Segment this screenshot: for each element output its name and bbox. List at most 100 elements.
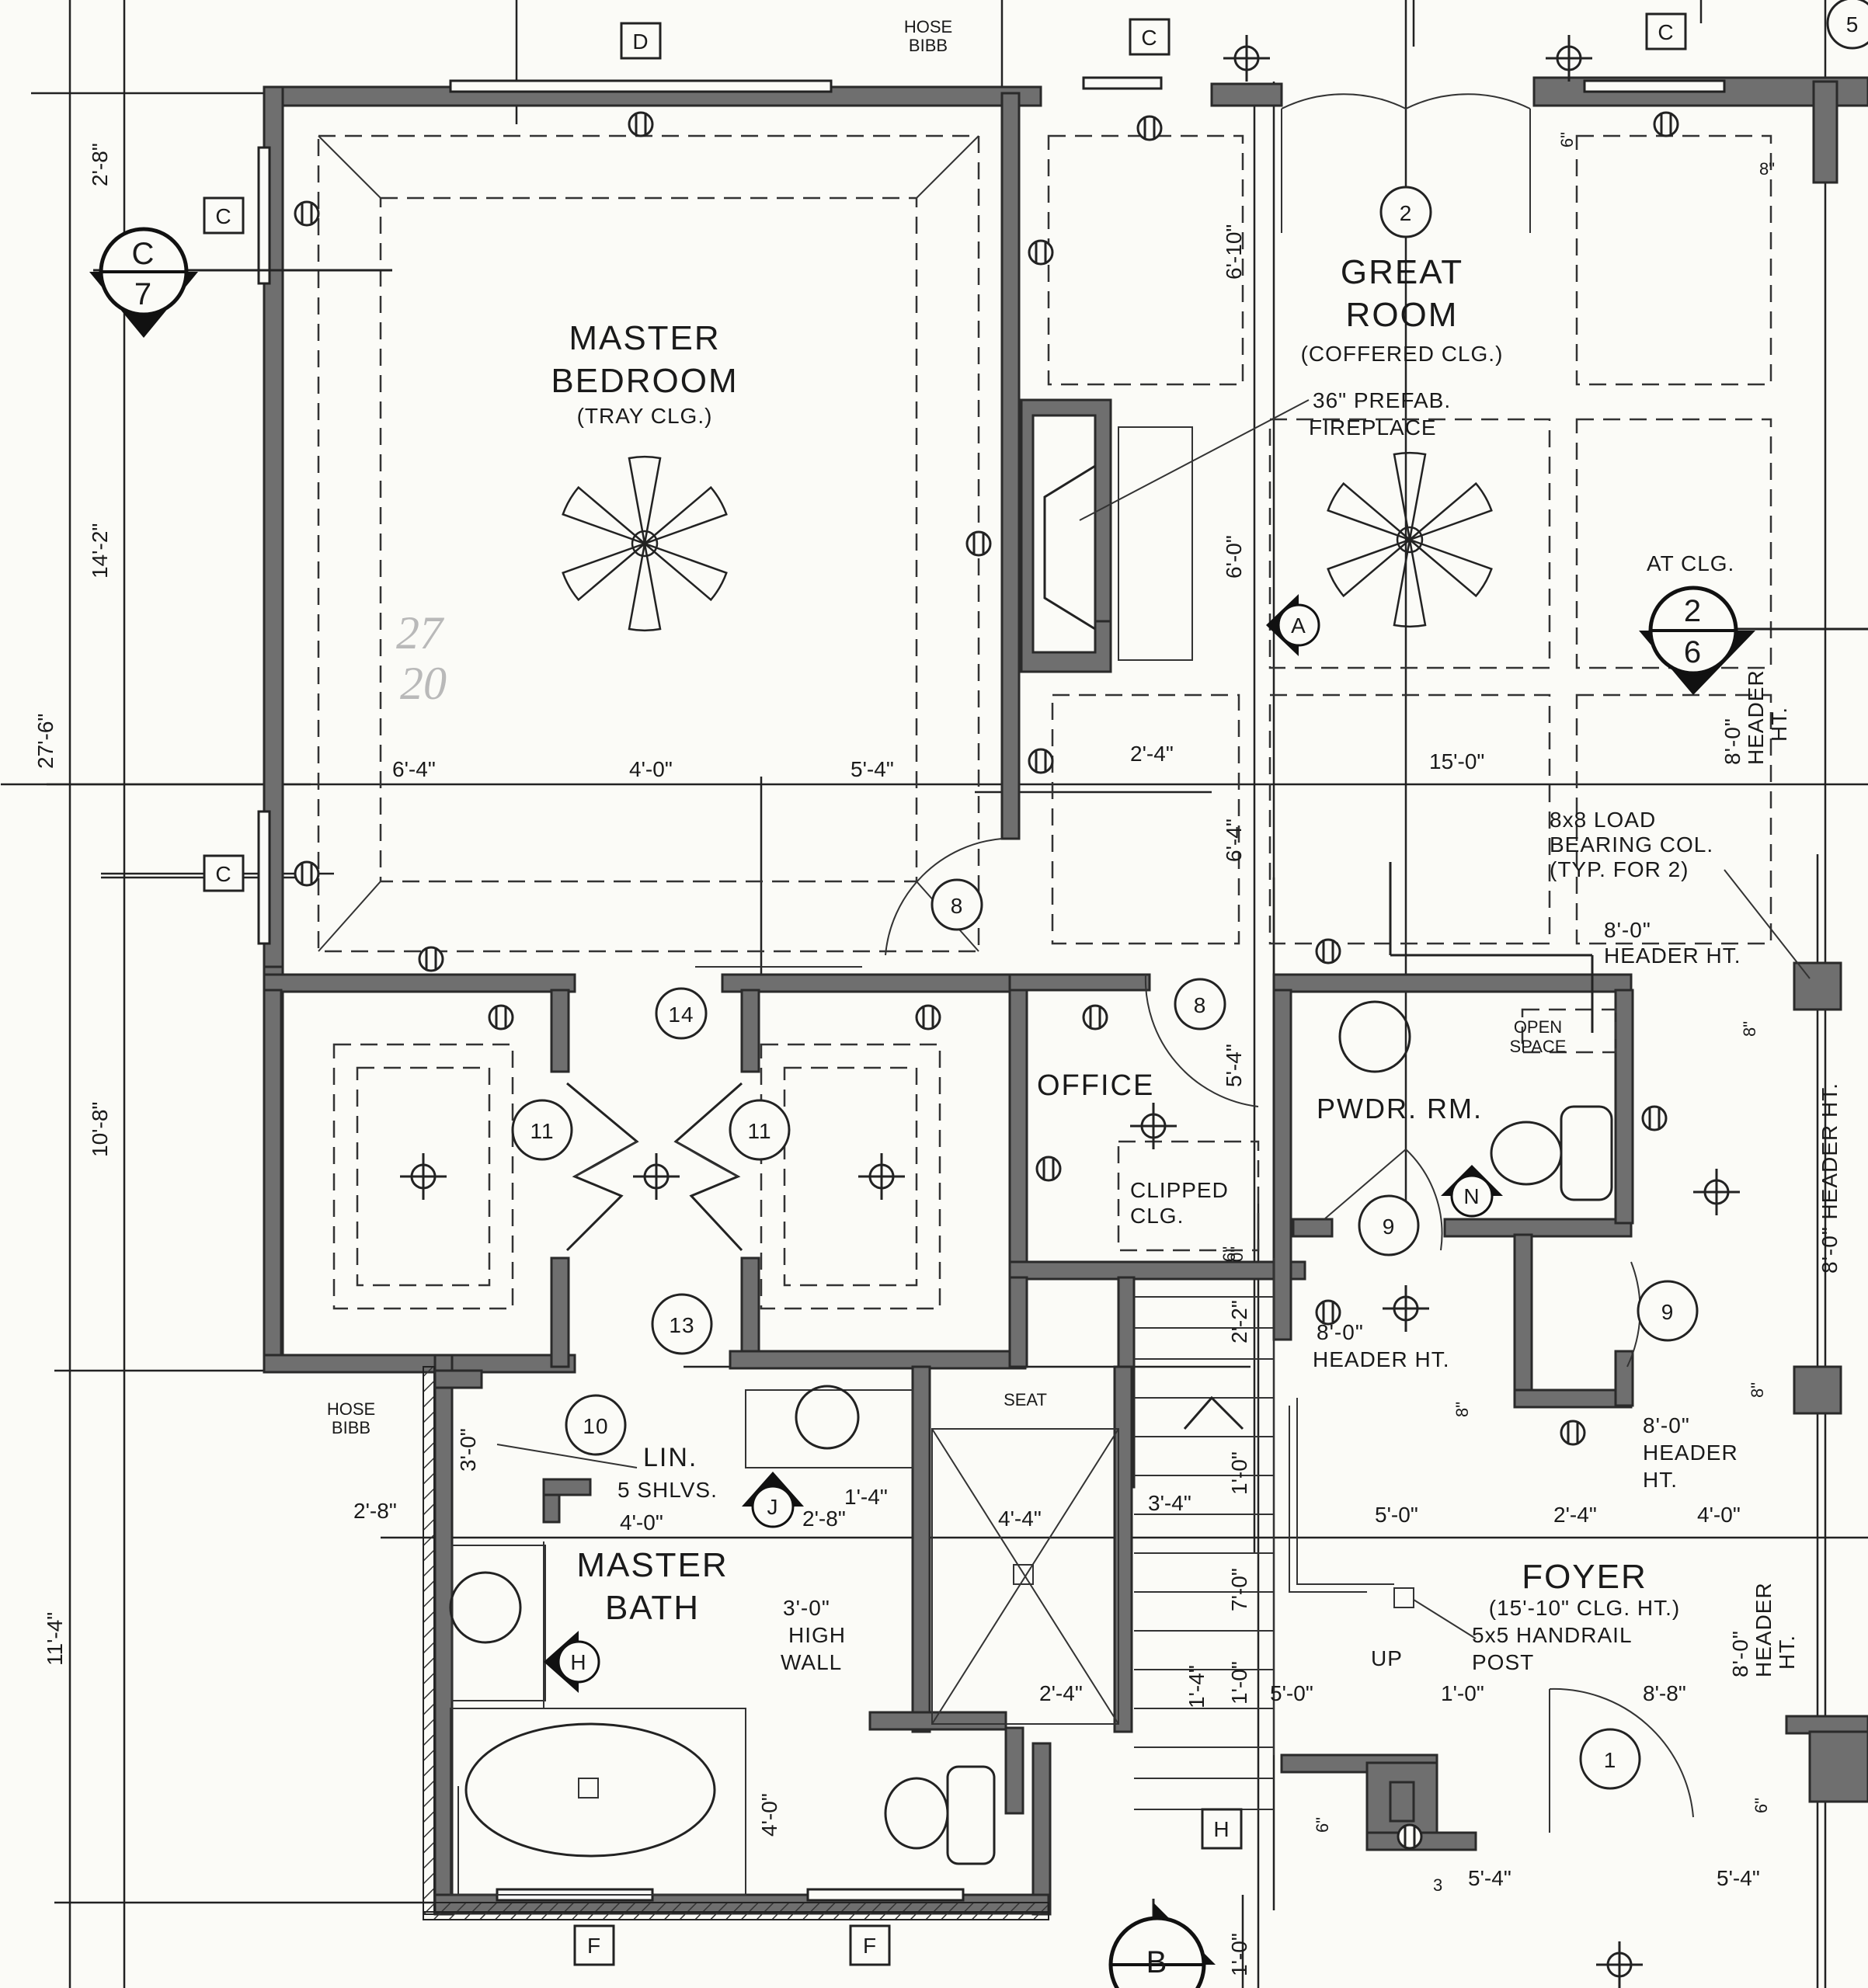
at-clg-note: AT CLG. <box>1647 551 1734 575</box>
header-ht-1: 8'-0" <box>1604 918 1651 942</box>
door-number: 9 <box>1661 1300 1675 1324</box>
elevation-marker-a <box>1266 594 1320 656</box>
dim-text: 5'-0" <box>1375 1503 1418 1527</box>
dim-text: 2'-8" <box>353 1499 397 1523</box>
stairs <box>1134 1258 1414 1810</box>
dim-text: 7'-0" <box>1227 1568 1251 1611</box>
window-tag: C <box>215 862 231 886</box>
great-room-label-2: ROOM <box>1346 296 1459 334</box>
section-c-top: C <box>132 237 156 271</box>
dim-text: 1'-0" <box>1227 1661 1251 1705</box>
dim-text: 4'-0" <box>629 757 673 781</box>
header-ht-1b: HEADER HT. <box>1604 944 1741 968</box>
door-number: 13 <box>669 1313 694 1337</box>
door-swings <box>695 93 1694 1833</box>
window-tag: F <box>587 1934 601 1958</box>
header-ht-pwdr-1: 8'-0" <box>1317 1320 1364 1344</box>
master-bedroom-label: MASTER <box>569 319 720 357</box>
hose-bibb-top-1: HOSE <box>904 17 952 36</box>
elevation-marker-n <box>1441 1165 1503 1218</box>
dim-text: 6'-0" <box>1222 535 1246 579</box>
door-number: 14 <box>668 1003 694 1027</box>
dim-text: 2'-4" <box>1039 1681 1083 1705</box>
door-bubbles <box>511 186 1699 1790</box>
hose-bibb-top-2: BIBB <box>909 36 948 55</box>
window-tag: C <box>215 204 231 228</box>
dim-text: 5'-4" <box>1468 1866 1511 1890</box>
header-vertical-top-3: HT. <box>1767 707 1791 742</box>
bath-fixtures <box>449 1385 1119 1896</box>
foyer-note: (15'-10" CLG. HT.) <box>1489 1596 1680 1620</box>
door-number: 11 <box>530 1119 554 1143</box>
pencil-note-2: 20 <box>400 658 447 709</box>
header-ht-right-1: 8'-0" <box>1643 1413 1690 1437</box>
section-b: B <box>1146 1945 1169 1979</box>
header-vertical-bottom-2: HEADER <box>1751 1582 1776 1677</box>
office-note-2: CLG. <box>1130 1204 1184 1228</box>
section-marker-26 <box>1639 586 1755 695</box>
linen-note-1: LIN. <box>643 1443 697 1472</box>
dim-text: 4'-0" <box>757 1793 781 1837</box>
window-tag: H <box>1213 1817 1230 1841</box>
header-vertical-bottom-1: 8'-0" <box>1728 1630 1752 1677</box>
open-space-1: OPEN <box>1514 1017 1562 1037</box>
dim-text: 4'-4" <box>998 1507 1042 1531</box>
header-vertical-top-2: HEADER <box>1744 669 1768 765</box>
powder-fixtures <box>1338 1000 1613 1201</box>
dim-text: 6'-4" <box>1222 818 1246 862</box>
dim-text: 1'-0" <box>1441 1681 1484 1705</box>
door-number: 1 <box>1604 1748 1617 1772</box>
door-number: 8 <box>951 894 964 918</box>
door-number: 10 <box>583 1414 608 1438</box>
master-bath-label: MASTER <box>576 1546 728 1584</box>
dim-text: 3 <box>1433 1875 1442 1895</box>
dim-text: 2'-4" <box>1130 742 1174 766</box>
header-ht-right-3: HT. <box>1643 1468 1678 1492</box>
linen-note-2: 5 SHLVS. <box>617 1478 718 1502</box>
high-wall-1: 3'-0" <box>783 1596 830 1620</box>
dim-text: 3'-4" <box>1148 1491 1191 1515</box>
section-marker-c7 <box>89 227 198 338</box>
office-note-1: CLIPPED <box>1130 1178 1229 1202</box>
dim-text: 2'-4" <box>1553 1503 1597 1527</box>
header-vertical-bottom-3: HT. <box>1775 1635 1799 1670</box>
door-number: 2 <box>1400 201 1413 225</box>
dim-text: 14'-2" <box>88 523 112 579</box>
dim-text: 2'-8" <box>802 1507 846 1531</box>
elevation-marker-h <box>544 1631 600 1693</box>
header-ht-pwdr-2: HEADER HT. <box>1313 1347 1449 1371</box>
high-wall-3: WALL <box>781 1650 842 1674</box>
dim-text: 27'-6" <box>33 714 57 769</box>
dim-text: 5'-4" <box>1717 1866 1760 1890</box>
handrail-note-1: 5x5 HANDRAIL <box>1472 1623 1633 1647</box>
dim-text: 6" <box>1751 1798 1771 1813</box>
dim-text: 1'-4" <box>844 1485 888 1509</box>
foyer-label: FOYER <box>1522 1558 1647 1596</box>
powder-room-label: PWDR. RM. <box>1317 1093 1483 1124</box>
room-labels: MASTER BEDROOM (TRAY CLG.) GREAT ROOM (C… <box>551 253 1680 1627</box>
elevation-marker-j <box>742 1472 804 1528</box>
dim-text: 8" <box>1748 1382 1767 1398</box>
open-space-2: SPACE <box>1510 1037 1567 1056</box>
window-tag: D <box>632 30 649 54</box>
dim-text: 4'-0" <box>620 1510 663 1534</box>
dim-text: 8'-8" <box>1643 1681 1686 1705</box>
ceiling-fan-icon <box>1325 451 1494 628</box>
edge-bubble <box>1826 0 1868 50</box>
dim-text: 3'-0" <box>456 1428 480 1472</box>
hose-bibb-bottom-2: BIBB <box>332 1418 370 1437</box>
section-2-bottom: 6 <box>1684 635 1703 669</box>
elevation-tag: J <box>767 1495 779 1519</box>
ceiling-lines <box>317 134 1772 1310</box>
load-col-note-3: (TYP. FOR 2) <box>1550 857 1689 881</box>
window-tag-boxes <box>203 12 1687 1966</box>
window-tag: F <box>863 1934 877 1958</box>
section-2-top: 2 <box>1684 594 1703 628</box>
header-vertical-right: 8'-0" HEADER HT. <box>1818 1083 1842 1274</box>
door-number: 8 <box>1194 993 1207 1017</box>
dim-text: 4'-0" <box>1697 1503 1741 1527</box>
dim-text: 5'-0" <box>1270 1681 1313 1705</box>
dim-text: 2'-2" <box>1227 1300 1251 1343</box>
office-label: OFFICE <box>1037 1069 1154 1102</box>
